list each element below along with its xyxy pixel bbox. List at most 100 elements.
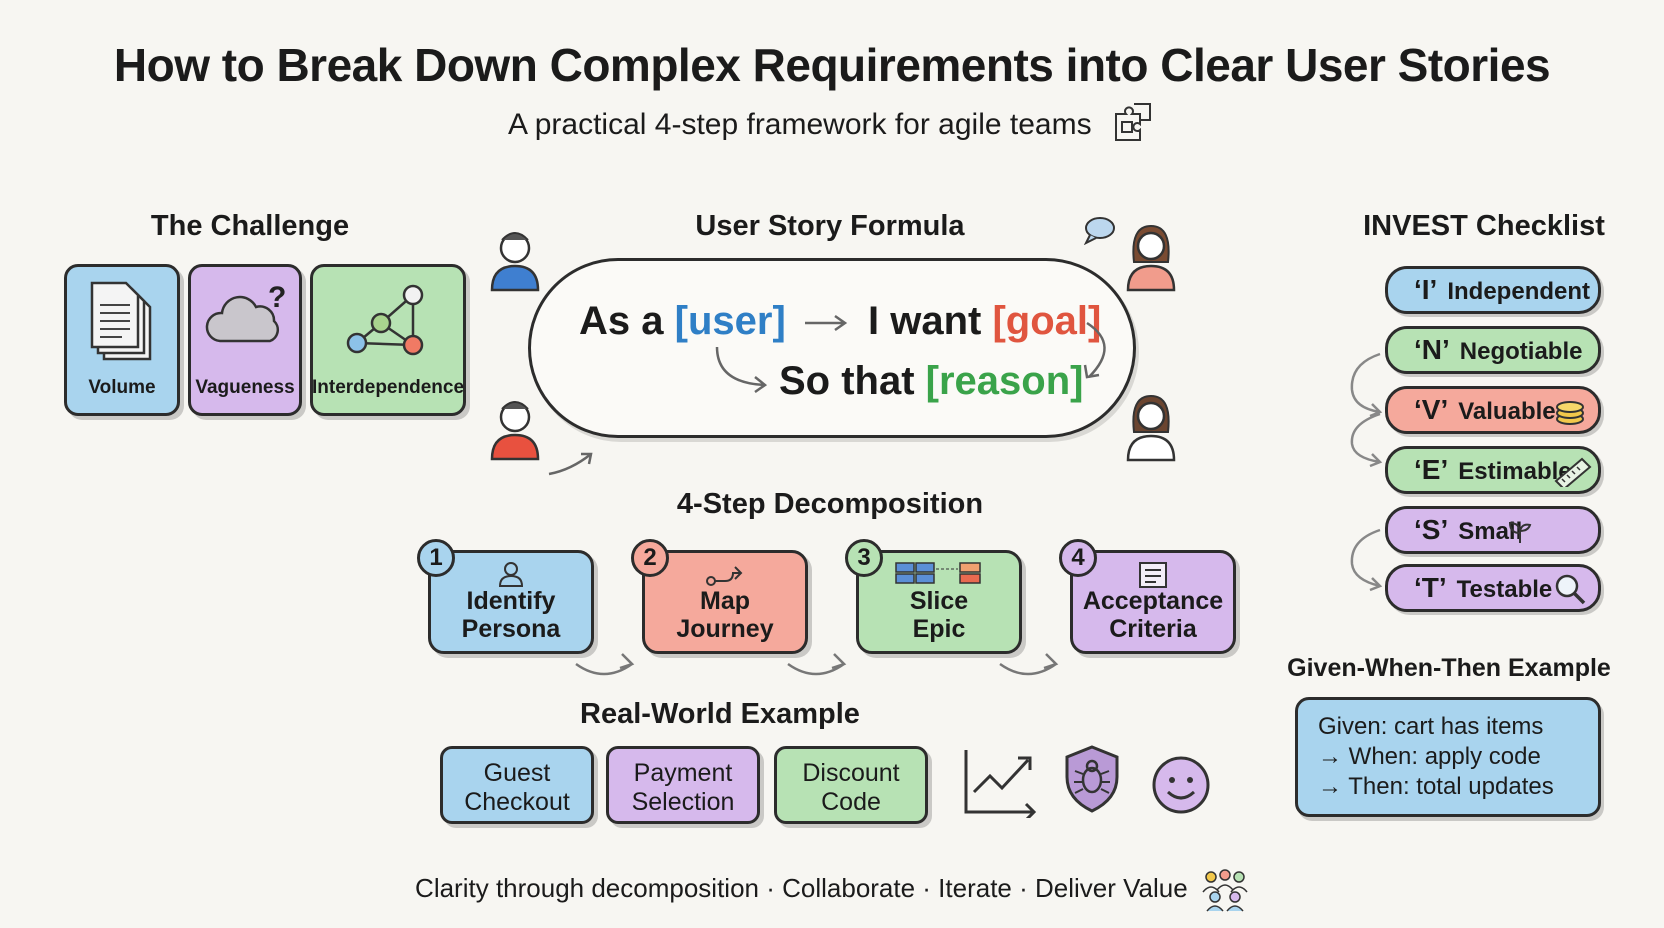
example-line2: Checkout (464, 788, 570, 816)
formula-as-a: As a (579, 299, 664, 343)
documents-icon (90, 281, 152, 361)
invest-word: Valuable (1458, 398, 1556, 425)
arrow-icon (784, 650, 854, 685)
formula-i-want: I want (868, 299, 982, 343)
challenge-label: Interdependence (311, 377, 465, 398)
challenge-card-vagueness: ? Vagueness (188, 264, 302, 416)
example-card-payment-selection: Payment Selection (606, 746, 760, 824)
steps-heading: 4-Step Decomposition (676, 488, 984, 520)
gwt-card: Given: cart has items → When: apply code… (1295, 697, 1601, 817)
page-title: How to Break Down Complex Requirements i… (113, 39, 1551, 91)
team-icon (1202, 869, 1248, 912)
formula-pill: As a [user] I want [goal] So that [reaso… (528, 258, 1136, 438)
step-number: 3 (845, 539, 883, 577)
invest-word: Negotiable (1459, 338, 1583, 365)
coins-icon (1556, 401, 1584, 425)
page-subtitle: A practical 4-step framework for agile t… (0, 100, 1664, 152)
invest-heading: INVEST Checklist (1363, 210, 1605, 242)
step-line1: Acceptance (1082, 587, 1224, 615)
route-icon (706, 566, 743, 586)
example-line2: Selection (631, 788, 735, 816)
example-line2: Code (821, 788, 881, 816)
bug-shield-icon (1062, 744, 1122, 819)
step-map-journey: 2 Map Journey (631, 539, 808, 654)
step-line1: Identify (466, 587, 556, 615)
example-card-guest-checkout: Guest Checkout (440, 746, 594, 824)
arrow-icon (572, 650, 642, 685)
invest-letter: ‘S’ (1414, 514, 1449, 545)
example-line1: Guest (483, 759, 551, 787)
ruler-icon (1554, 457, 1592, 487)
formula-goal: [goal] (992, 299, 1102, 343)
step-line2: Epic (912, 615, 966, 643)
invest-letter: ‘N’ (1414, 334, 1450, 365)
example-line1: Payment (633, 759, 733, 787)
invest-word: Testable (1456, 576, 1553, 603)
challenge-card-interdependence: Interdependence (310, 264, 466, 416)
cloud-question-icon: ? (205, 281, 286, 343)
formula-reason: [reason] (925, 359, 1084, 403)
magnifier-icon (1555, 574, 1586, 605)
gwt-heading: Given-When-Then Example (1287, 654, 1611, 682)
speech-bubble-icon (1082, 215, 1116, 250)
invest-item-testable: ‘T’ Testable (1385, 564, 1601, 612)
invest-item-valuable: ‘V’ Valuable (1385, 386, 1601, 434)
invest-letter: ‘E’ (1414, 454, 1449, 485)
arrow-icon (545, 448, 597, 483)
arrow-right-icon (804, 315, 848, 332)
formula-line-2: So that [reason] (779, 359, 1083, 404)
example-line1: Discount (802, 759, 900, 787)
invest-letter: ‘T’ (1414, 572, 1447, 603)
smiley-icon (1150, 754, 1212, 821)
gwt-given: Given: cart has items (1318, 713, 1544, 740)
bracket-arrow-icon (1344, 352, 1384, 477)
checklist-icon (1139, 562, 1167, 588)
person-icon (1126, 222, 1176, 297)
invest-word: Estimable (1458, 458, 1572, 485)
person-icon (498, 562, 524, 587)
gwt-then: → Then: total updates (1318, 773, 1554, 800)
network-icon (346, 284, 424, 356)
step-slice-epic: 3 Slice Epic (845, 539, 1022, 654)
invest-item-independent: ‘I’ Independent (1385, 266, 1601, 314)
formula-so-that: So that (779, 359, 915, 403)
seedling-icon (1508, 521, 1532, 543)
bracket-arrow-icon (1344, 528, 1384, 603)
subtitle-text: A practical 4-step framework for agile t… (508, 107, 1092, 141)
slices-icon (895, 562, 981, 584)
growth-chart-icon (962, 748, 1038, 823)
footer: Clarity through decomposition · Collabor… (0, 868, 1664, 912)
step-acceptance-criteria: 4 Acceptance Criteria (1059, 539, 1236, 654)
step-number: 1 (417, 539, 455, 577)
gwt-when: → When: apply code (1318, 743, 1541, 770)
step-identify-persona: 1 Identify Persona (417, 539, 594, 654)
formula-user: [user] (674, 299, 786, 343)
curve-arrow-icon (713, 345, 773, 398)
example-heading: Real-World Example (580, 698, 860, 730)
curve-arrow-icon (1079, 321, 1113, 388)
footer-text: Clarity through decomposition · Collabor… (415, 872, 1188, 903)
step-line2: Journey (676, 615, 774, 643)
invest-item-small: ‘S’Small (1385, 506, 1601, 554)
invest-word: Independent (1447, 278, 1591, 305)
invest-item-negotiable: ‘N’ Negotiable (1385, 326, 1601, 374)
person-icon (490, 395, 540, 466)
challenge-card-volume: Volume (64, 264, 180, 416)
person-icon (490, 226, 540, 297)
person-icon (1126, 392, 1176, 467)
challenge-label: Volume (88, 377, 156, 398)
step-line1: Slice (909, 587, 969, 615)
arrow-icon (996, 650, 1066, 685)
formula-line-1: As a [user] I want [goal] (579, 299, 1101, 344)
step-number: 4 (1059, 539, 1097, 577)
step-line2: Criteria (1109, 615, 1197, 643)
step-line2: Persona (461, 615, 561, 643)
invest-letter: ‘V’ (1414, 394, 1449, 425)
invest-item-estimable: ‘E’ Estimable (1385, 446, 1601, 494)
puzzle-icon (1110, 100, 1156, 152)
svg-text:?: ? (268, 281, 286, 314)
example-card-discount-code: Discount Code (774, 746, 928, 824)
invest-letter: ‘I’ (1414, 274, 1438, 305)
step-line1: Map (700, 587, 750, 615)
challenge-label: Vagueness (195, 377, 295, 398)
